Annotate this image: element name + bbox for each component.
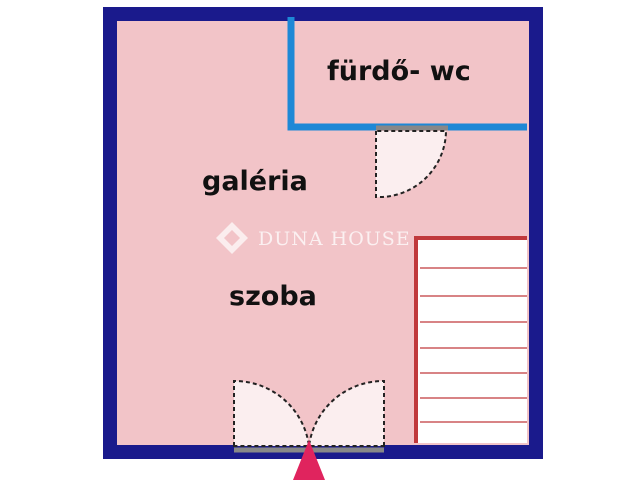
watermark-text: DUNA HOUSE: [258, 228, 411, 250]
staircase: [414, 236, 527, 443]
bathroom-door-swing: [375, 130, 448, 199]
diamond-logo-icon: [216, 222, 248, 254]
entrance-door-right-swing: [307, 379, 385, 447]
room-label-room: szoba: [229, 281, 317, 312]
watermark: DUNA HOUSE: [216, 222, 411, 254]
room-label-bathroom: fürdő- wc: [327, 56, 471, 87]
room-label-gallery: galéria: [202, 166, 308, 197]
entrance-door-left-swing: [233, 379, 311, 447]
bathroom-wall: [287, 17, 527, 131]
entrance-arrow-icon: [293, 440, 325, 480]
